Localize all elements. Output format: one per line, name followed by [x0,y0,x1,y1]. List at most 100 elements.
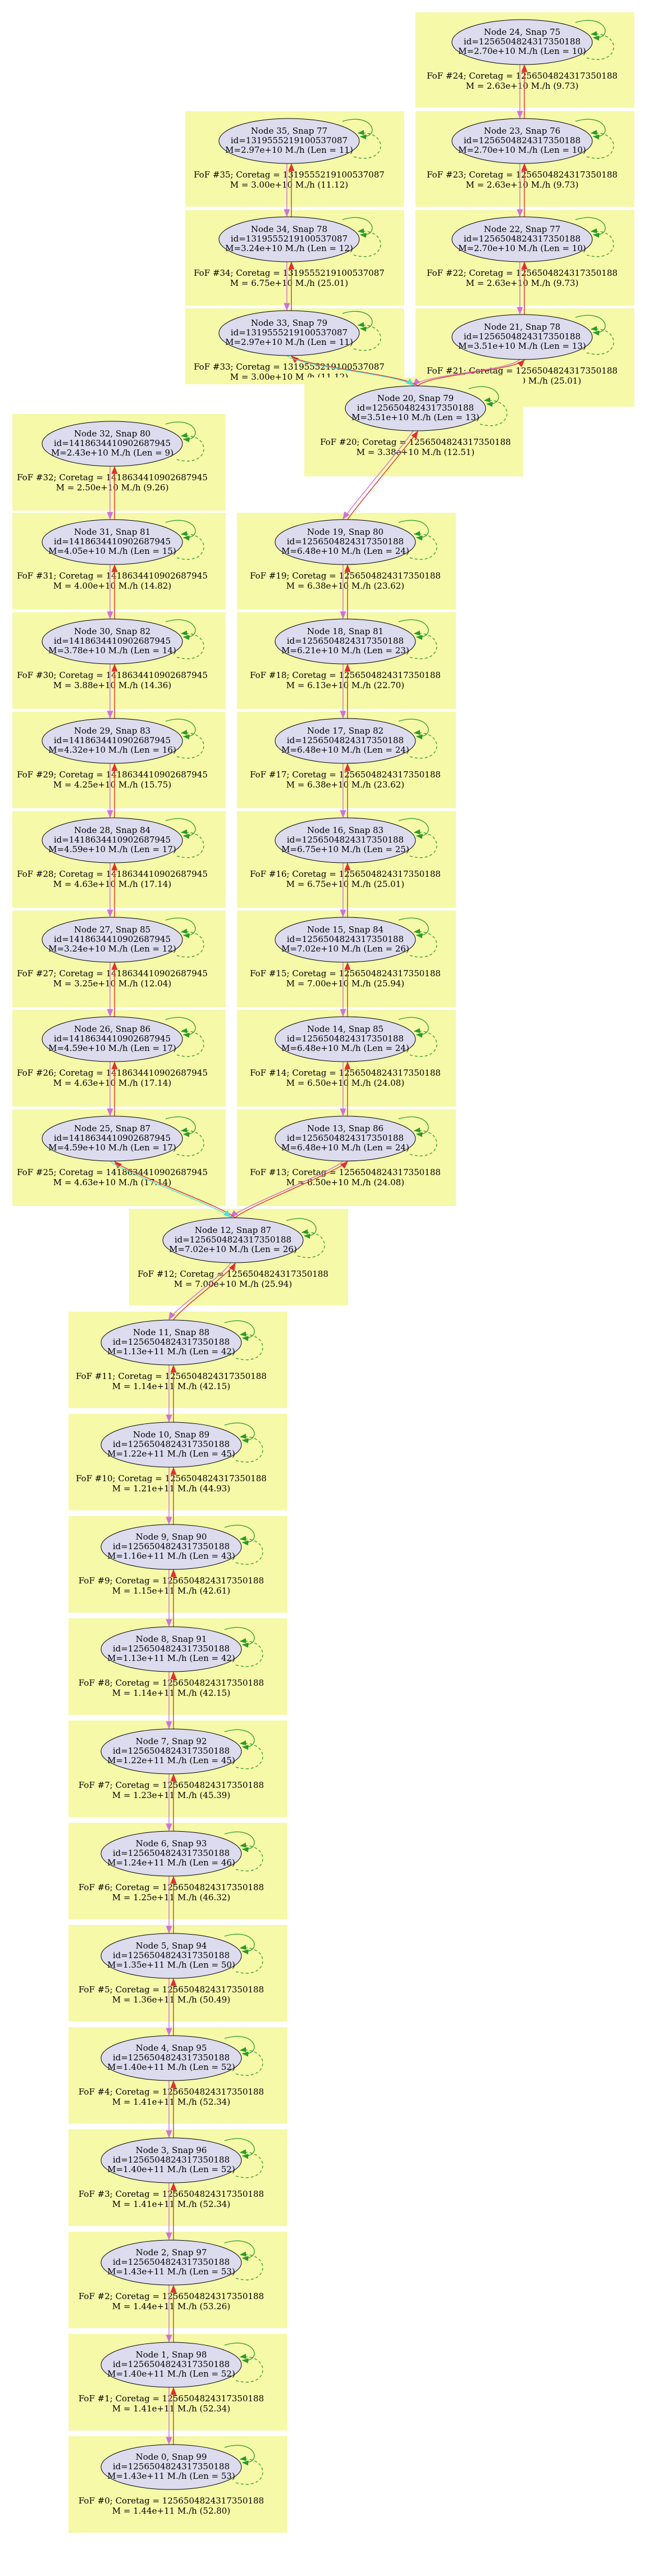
fof-label: FoF #23; Coretag = 125650482431735018​8 [427,170,618,180]
node-ellipse[interactable] [275,718,416,764]
node-ellipse[interactable] [100,1728,242,1774]
node-id: id=125650482431735018​8 [287,735,404,745]
halo-node[interactable]: Node 18, Snap 81id=125650482431735018​8M… [275,618,437,665]
halo-node[interactable]: Node 13, Snap 86id=125650482431735018​8M… [275,1116,437,1162]
node-title: Node 26, Snap 86 [74,1024,150,1034]
node-ellipse[interactable] [100,1933,242,1979]
node-ellipse[interactable] [218,118,360,164]
self-loop-solid [224,2342,255,2364]
halo-node[interactable]: Node 29, Snap 83id=141863441090268794​5M… [42,718,204,764]
progenitor-edge [166,1773,177,1832]
self-loop-solid [165,1116,196,1137]
halo-node[interactable]: Node 12, Snap 87id=125650482431735018​8M… [162,1217,325,1263]
halo-node[interactable]: Node 9, Snap 90id=125650482431735018​8M=… [100,1524,263,1570]
node-ellipse[interactable] [100,2342,242,2388]
node-id: id=125650482431735018​8 [357,403,474,413]
halo-node[interactable]: Node 30, Snap 82id=141863441090268794​5M… [42,618,204,665]
node-ellipse[interactable] [162,1217,304,1263]
halo-node[interactable]: Node 14, Snap 85id=125650482431735018​8M… [275,1016,437,1062]
halo-node[interactable]: Node 4, Snap 95id=125650482431735018​8M=… [100,2035,263,2081]
halo-node[interactable]: Node 3, Snap 96id=125650482431735018​8M=… [100,2137,263,2183]
node-ellipse[interactable] [451,216,593,262]
self-loop-dashed [586,228,614,257]
fof-label: FoF #9; Coretag = 125650482431735018​8 [79,1576,264,1586]
node-ellipse[interactable] [275,917,416,963]
node-title: Node 29, Snap 83 [74,726,150,736]
node-ellipse[interactable] [345,385,486,431]
node-ellipse[interactable] [451,118,593,164]
halo-node[interactable]: Node 32, Snap 80id=141863441090268794​5M… [42,421,204,467]
node-ellipse[interactable] [100,2035,242,2081]
node-ellipse[interactable] [100,1831,242,1877]
node-id: id=125650482431735018​8 [287,536,404,547]
node-mass: M=3.51e+10 M./h (Len = 13) [351,412,479,422]
halo-node[interactable]: Node 8, Snap 91id=125650482431735018​8M=… [100,1626,263,1672]
node-ellipse[interactable] [100,2137,242,2183]
node-id: id=131955521910053708​7 [231,234,348,244]
node-ellipse[interactable] [42,421,183,467]
node-ellipse[interactable] [275,519,416,565]
halo-node[interactable]: Node 31, Snap 81id=141863441090268794​5M… [42,519,204,565]
node-ellipse[interactable] [100,2240,242,2286]
node-ellipse[interactable] [42,519,183,565]
node-ellipse[interactable] [275,1016,416,1062]
halo-node[interactable]: Node 10, Snap 89id=125650482431735018​8M… [100,1422,263,1468]
halo-node[interactable]: Node 26, Snap 86id=141863441090268794​5M… [42,1016,204,1062]
node-ellipse[interactable] [42,718,183,764]
node-ellipse[interactable] [42,817,183,863]
halo-node[interactable]: Node 24, Snap 75id=125650482431735018​8M… [451,19,614,65]
halo-node[interactable]: Node 20, Snap 79id=125650482431735018​8M… [345,385,508,431]
node-ellipse[interactable] [100,1524,242,1570]
progenitor-edge [340,1061,351,1117]
node-title: Node 35, Snap 77 [251,126,327,136]
node-ellipse[interactable] [100,1626,242,1672]
halo-node[interactable]: Node 5, Snap 94id=125650482431735018​8M=… [100,1933,263,1979]
node-ellipse[interactable] [42,618,183,665]
node-ellipse[interactable] [451,314,593,360]
halo-node[interactable]: Node 1, Snap 98id=125650482431735018​8M=… [100,2342,263,2388]
halo-node[interactable]: Node 16, Snap 83id=125650482431735018​8M… [275,817,437,863]
progenitor-edge [166,1978,177,2036]
node-ellipse[interactable] [100,1319,242,1366]
node-ellipse[interactable] [275,1116,416,1162]
node-ellipse[interactable] [42,917,183,963]
fof-mass: M = 3.25e+10 M./h (12.04) [53,978,171,989]
node-ellipse[interactable] [100,1422,242,1468]
halo-node[interactable]: Node 2, Snap 97id=125650482431735018​8M=… [100,2240,263,2286]
halo-node[interactable]: Node 7, Snap 92id=125650482431735018​8M=… [100,1728,263,1774]
node-title: Node 19, Snap 80 [307,527,383,537]
halo-node[interactable]: Node 19, Snap 80id=125650482431735018​8M… [275,519,437,565]
node-ellipse[interactable] [42,1016,183,1062]
halo-node[interactable]: Node 17, Snap 82id=125650482431735018​8M… [275,718,437,764]
halo-node[interactable]: Node 21, Snap 78id=125650482431735018​8M… [451,314,614,360]
progenitor-edge [340,763,351,818]
halo-node[interactable]: Node 23, Snap 76id=125650482431735018​8M… [451,118,614,164]
halo-node[interactable]: Node 34, Snap 78id=131955521910053708​7M… [218,216,381,262]
node-mass: M=7.02e+10 M./h (Len = 26) [281,944,409,954]
halo-node[interactable]: Node 28, Snap 84id=141863441090268794​5M… [42,817,204,863]
node-ellipse[interactable] [100,2444,242,2490]
node-mass: M=1.16e+11 M./h (Len = 43) [107,1551,235,1561]
node-ellipse[interactable] [42,1116,183,1162]
node-mass: M=3.24e+10 M./h (Len = 12) [48,944,176,954]
node-ellipse[interactable] [275,817,416,863]
fof-label: FoF #15; Coretag = 125650482431735018​8 [250,968,441,978]
node-mass: M=1.22e+11 M./h (Len = 45) [107,1755,235,1765]
node-ellipse[interactable] [275,618,416,665]
node-ellipse[interactable] [218,216,360,262]
node-ellipse[interactable] [451,19,593,65]
halo-node[interactable]: Node 22, Snap 77id=125650482431735018​8M… [451,216,614,262]
halo-node[interactable]: Node 6, Snap 93id=125650482431735018​8M=… [100,1831,263,1877]
halo-node[interactable]: Node 33, Snap 79id=131955521910053708​7M… [218,310,381,356]
halo-node[interactable]: Node 15, Snap 84id=125650482431735018​8M… [275,917,437,963]
halo-node[interactable]: Node 0, Snap 99id=125650482431735018​8M=… [100,2444,263,2490]
halo-node[interactable]: Node 25, Snap 87id=141863441090268794​5M… [42,1116,204,1162]
halo-node[interactable]: Node 11, Snap 88id=125650482431735018​8M… [100,1319,263,1366]
halo-node[interactable]: Node 27, Snap 85id=141863441090268794​5M… [42,917,204,963]
self-loop-dashed [235,1638,263,1667]
fof-label: FoF #6; Coretag = 125650482431735018​8 [79,1882,264,1892]
node-ellipse[interactable] [218,310,360,356]
fof-mass: M = 2.63e+10 M./h (9.73) [466,81,579,91]
halo-node[interactable]: Node 35, Snap 77id=131955521910053708​7M… [218,118,381,164]
